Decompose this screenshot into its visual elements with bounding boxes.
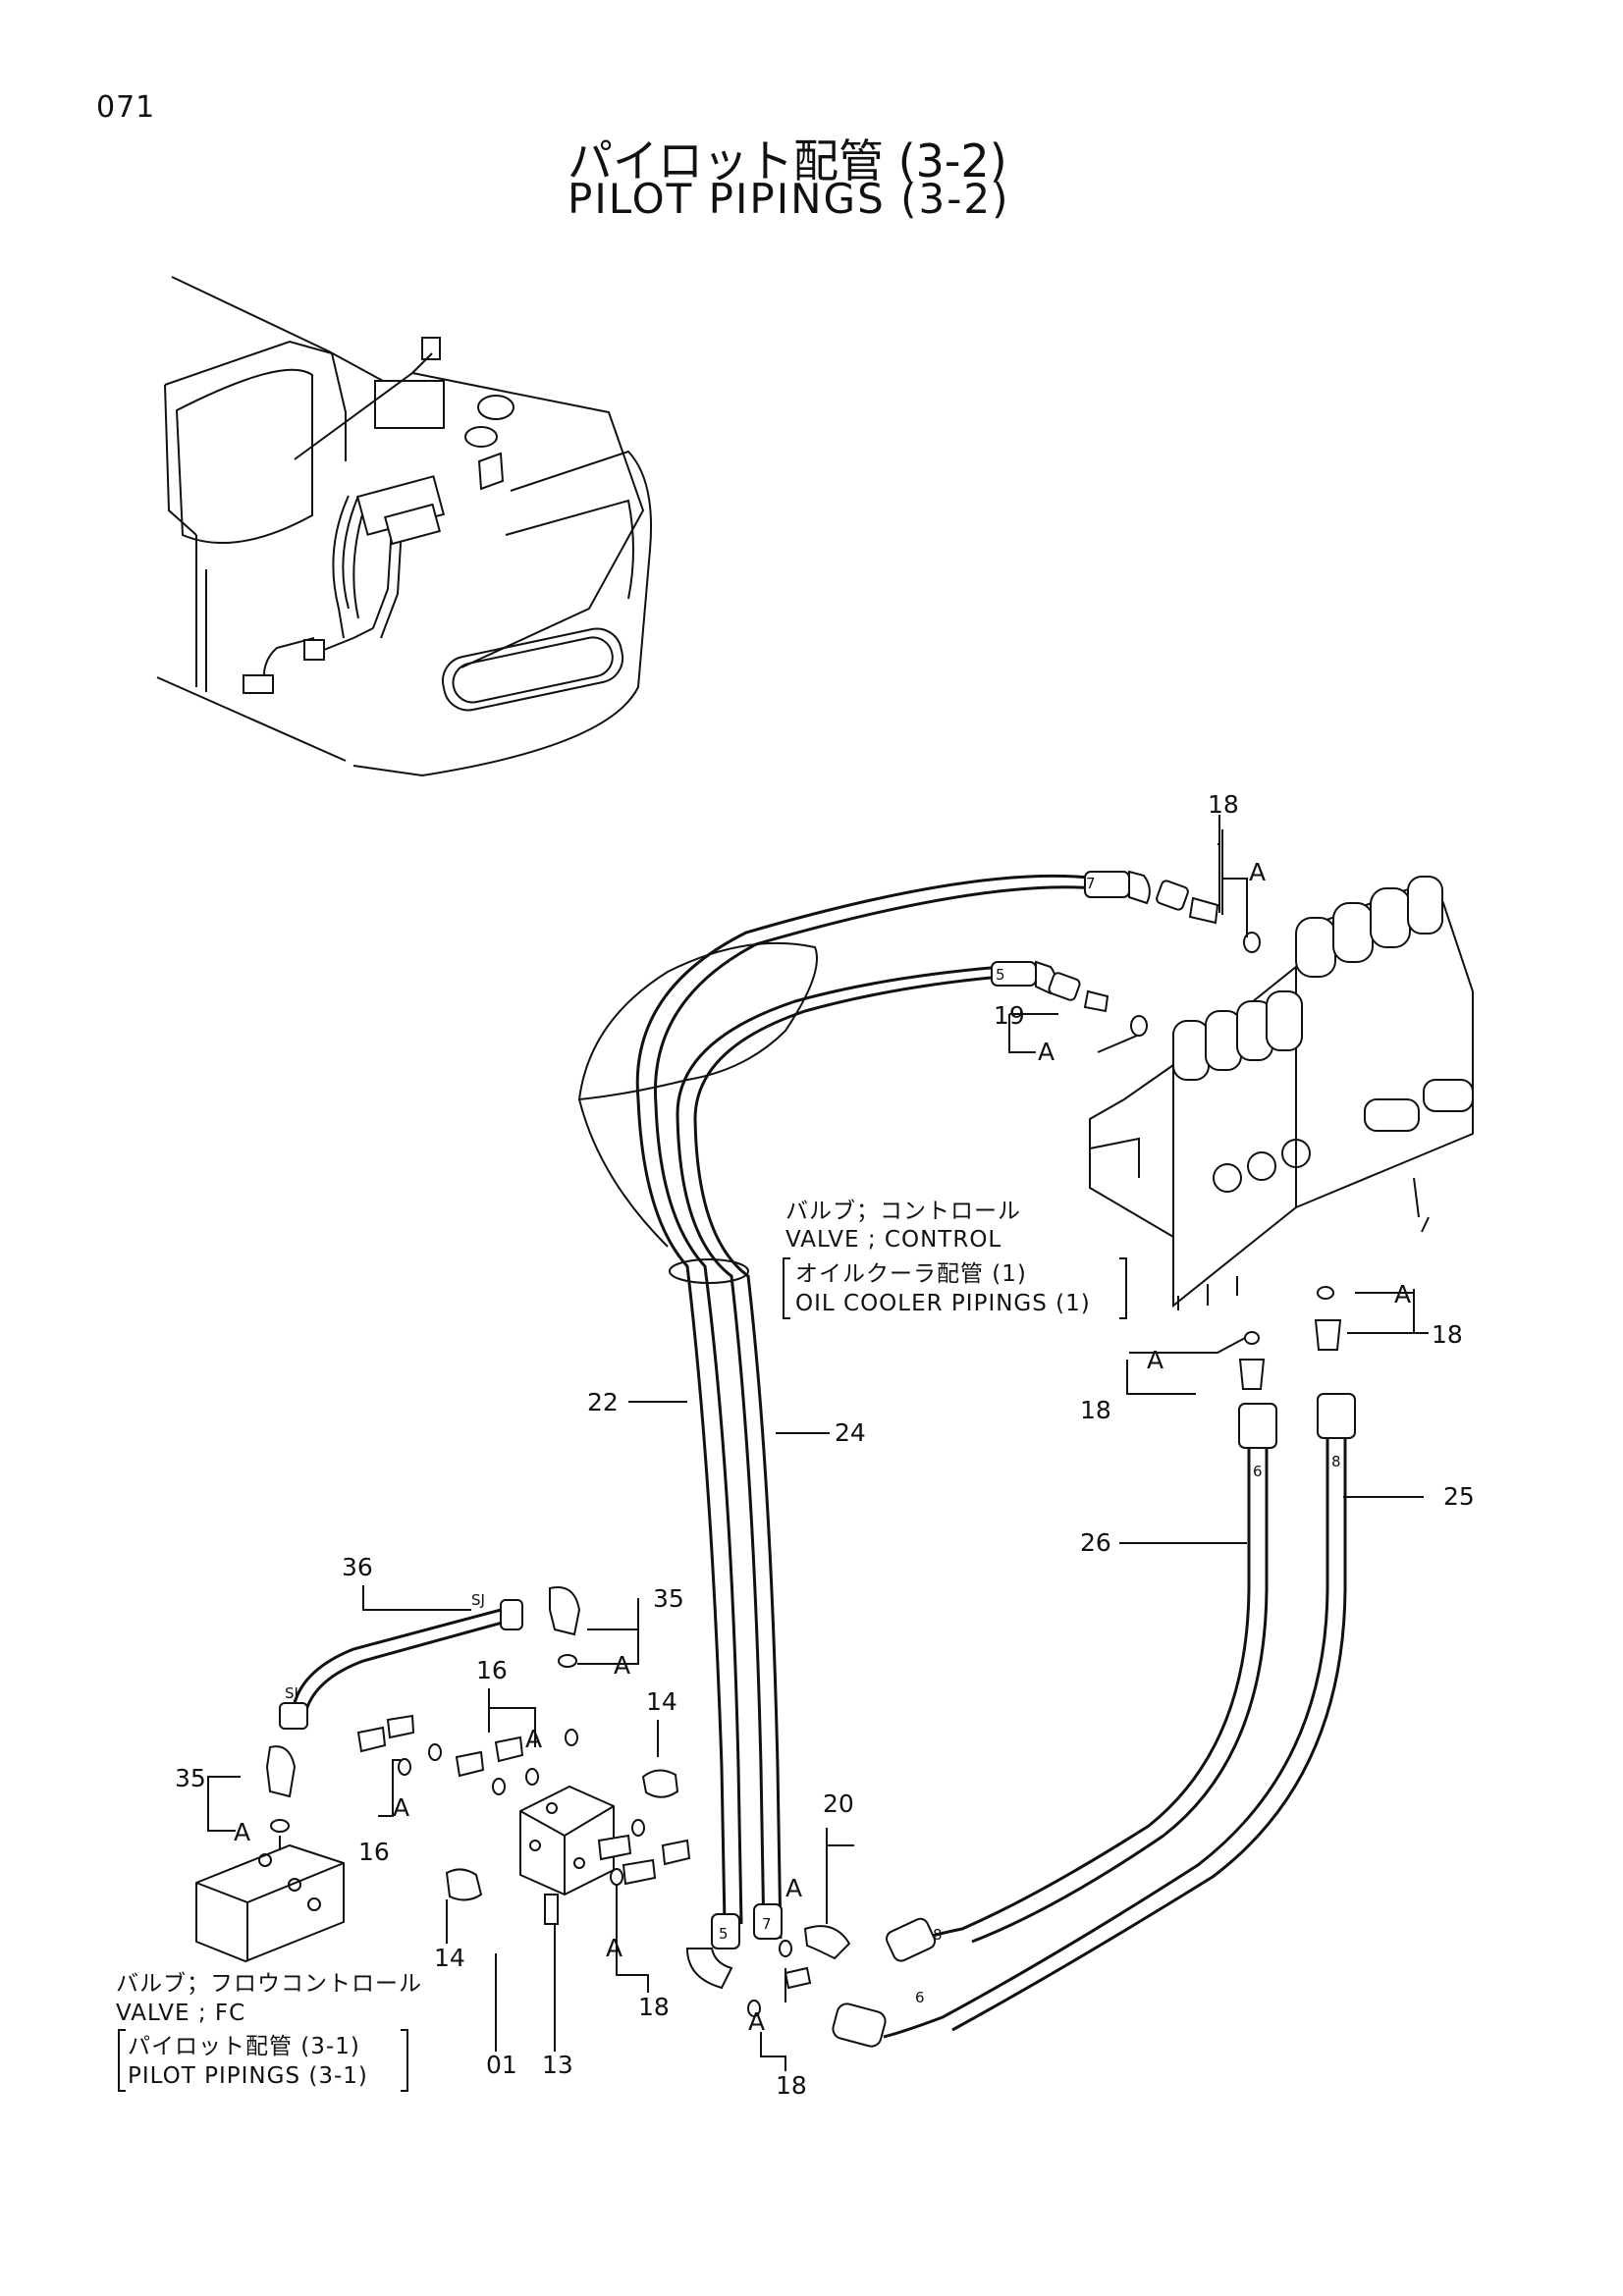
part-number-22: 22	[587, 1388, 619, 1416]
hose-mark-6-bottom: 6	[915, 1989, 925, 2006]
part-number-14-top: 14	[646, 1687, 677, 1716]
part-number-16-left: 16	[358, 1838, 390, 1866]
detail-mark-a-4: A	[1147, 1346, 1163, 1374]
hose-mark-6-top: 6	[1253, 1463, 1263, 1480]
hose-pair-25-26: 6 8 8 6	[832, 1393, 1356, 2048]
fc-valve-reference-en: PILOT PIPINGS (3-1)	[128, 2063, 368, 2089]
detail-mark-a-11: A	[748, 2007, 765, 2036]
part-number-14-bottom: 14	[434, 1944, 465, 1972]
part-number-18-mid: 18	[1080, 1396, 1111, 1424]
page-number: 071	[96, 90, 156, 125]
part-number-13: 13	[542, 2051, 573, 2079]
control-valve-reference-jp: オイルクーラ配管 (1)	[795, 1261, 1027, 1287]
fc-valve-name-jp: バルブ；フロウコントロール	[116, 1971, 422, 1997]
fc-valve-name-en: VALVE ; FC	[116, 2001, 245, 2026]
part-number-35-top: 35	[653, 1584, 684, 1613]
part-number-24: 24	[835, 1418, 866, 1447]
part-number-20: 20	[823, 1789, 854, 1818]
detail-mark-a-9: A	[785, 1874, 802, 1902]
fc-valve-annotation: バルブ；フロウコントロール VALVE ; FC パイロット配管 (3-1) P…	[116, 1971, 422, 2092]
detail-mark-a-1: A	[1249, 858, 1266, 886]
sj-mark-left: SJ	[285, 1684, 298, 1702]
detail-mark-a-5: A	[614, 1651, 630, 1680]
control-valve-drawing	[1089, 876, 1474, 1310]
sj-mark-right: SJ	[471, 1591, 485, 1609]
control-valve-name-en: VALVE ; CONTROL	[785, 1227, 1001, 1253]
flow-control-block-assembly: SJ SJ	[195, 1586, 851, 2017]
part-number-35-left: 35	[175, 1764, 206, 1792]
detail-mark-a-7: A	[234, 1818, 250, 1846]
detail-mark-a-6: A	[525, 1725, 542, 1753]
detail-mark-a-10: A	[606, 1934, 622, 1962]
fc-valve-reference-jp: パイロット配管 (3-1)	[128, 2034, 360, 2059]
detail-mark-a-8: A	[393, 1793, 409, 1822]
hose-mark-8-top: 8	[1331, 1453, 1341, 1470]
detail-mark-a-2: A	[1038, 1038, 1055, 1066]
hose-mark-5-top: 5	[996, 966, 1005, 984]
part-number-18-right: 18	[1432, 1320, 1463, 1349]
part-number-01: 01	[486, 2051, 517, 2079]
machine-overview-illustration	[156, 276, 653, 777]
leader-lines	[207, 815, 1429, 2071]
valve-bottom-fittings	[1238, 1286, 1342, 1390]
control-valve-name-jp: バルブ；コントロール	[785, 1199, 1021, 1224]
part-number-18-lower: 18	[638, 1993, 670, 2021]
control-valve-reference-en: OIL COOLER PIPINGS (1)	[795, 1291, 1091, 1316]
detail-mark-a-3: A	[1394, 1280, 1411, 1308]
part-number-25: 25	[1443, 1482, 1475, 1511]
part-number-labels: 18 A 19 A A 18 A 18 22 24 25 26 36 35 A …	[175, 790, 1475, 2100]
part-number-36: 36	[342, 1553, 373, 1581]
part-number-19: 19	[994, 1001, 1025, 1030]
control-valve-annotation: バルブ；コントロール VALVE ; CONTROL オイルクーラ配管 (1) …	[783, 1199, 1127, 1319]
hose-mark-7-bottom: 7	[762, 1915, 772, 1933]
part-number-18-top: 18	[1208, 790, 1239, 819]
hose-mark-8-bottom: 8	[933, 1926, 943, 1944]
hose-mark-7-top: 7	[1086, 875, 1096, 892]
page-title-english: PILOT PIPINGS (3-2)	[568, 175, 1010, 223]
page-title-japanese: パイロット配管 (3-2)	[568, 134, 1007, 187]
part-number-18-bottom: 18	[776, 2071, 807, 2100]
hose-mark-5-bottom: 5	[719, 1925, 729, 1943]
part-number-16-top: 16	[476, 1656, 508, 1684]
part-number-26: 26	[1080, 1528, 1111, 1557]
hose-bundle-22-24: 7 5 5 7	[577, 870, 1261, 1990]
